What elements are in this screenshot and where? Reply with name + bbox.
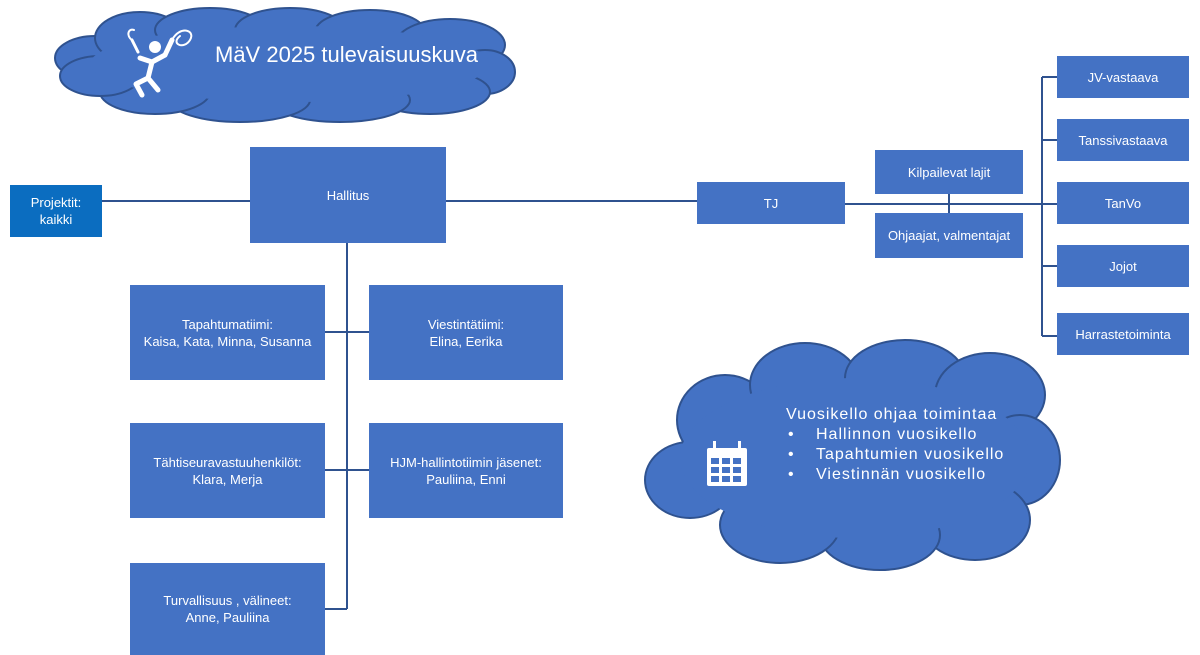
competitive-disciplines-label: Kilpailevat lajit: [907, 164, 991, 180]
coaches-label: Ohjaajat, valmentajat: [887, 228, 1011, 243]
team-name: Turvallisuus , välineet:: [163, 593, 292, 608]
team-members: Anne, Pauliina: [185, 610, 270, 625]
gymnast-ribbon-icon: [127, 28, 193, 98]
ceo-label: TJ: [763, 195, 779, 211]
discipline-box-4: Jojot: [1057, 245, 1189, 287]
team-members: Elina, Eerika: [429, 333, 503, 349]
team-box-star-club: Tähtiseuravastuuhenkilöt: Klara, Merja: [130, 423, 325, 518]
annual-clock-heading: Vuosikello ohjaa toimintaa: [786, 406, 998, 423]
board-box: Hallitus: [250, 147, 446, 243]
coaches-box: Ohjaajat, valmentajat: [875, 213, 1023, 258]
discipline-box-5: Harrastetoiminta: [1057, 313, 1189, 355]
discipline-label-1: JV-vastaava: [1087, 69, 1159, 85]
annual-clock-item: Hallinnon vuosikello: [786, 425, 1004, 445]
team-name: HJM-hallintotiimin jäsenet:: [390, 454, 542, 470]
team-box-events: Tapahtumatiimi: Kaisa, Kata, Minna, Susa…: [130, 285, 325, 380]
team-members: Kaisa, Kata, Minna, Susanna: [143, 333, 312, 349]
discipline-label-4: Jojot: [1109, 258, 1137, 274]
annual-clock-text: Vuosikello ohjaa toimintaa Hallinnon vuo…: [786, 405, 1004, 485]
calendar-icon: [707, 441, 747, 486]
team-members: Pauliina, Enni: [426, 471, 506, 487]
projects-value: kaikki: [39, 212, 73, 227]
discipline-label-3: TanVo: [1104, 195, 1142, 211]
team-box-communications: Viestintätiimi: Elina, Eerika: [369, 285, 563, 380]
team-name: Tapahtumatiimi:: [181, 316, 274, 332]
discipline-label-2: Tanssivastaava: [1078, 132, 1168, 148]
projects-label: Projektit:: [30, 195, 82, 210]
board-label: Hallitus: [326, 187, 370, 203]
discipline-box-2: Tanssivastaava: [1057, 119, 1189, 161]
annual-clock-item: Viestinnän vuosikello: [786, 465, 1004, 485]
discipline-box-1: JV-vastaava: [1057, 56, 1189, 98]
ceo-box: TJ: [697, 182, 845, 224]
annual-clock-item: Tapahtumien vuosikello: [786, 445, 1004, 465]
team-members: Klara, Merja: [192, 471, 263, 487]
team-name: Tähtiseuravastuuhenkilöt:: [153, 454, 302, 470]
competitive-disciplines-box: Kilpailevat lajit: [875, 150, 1023, 194]
diagram-title: MäV 2025 tulevaisuuskuva: [215, 42, 478, 67]
projects-box: Projektit: kaikki: [10, 185, 102, 237]
team-box-hjm: HJM-hallintotiimin jäsenet: Pauliina, En…: [369, 423, 563, 518]
discipline-box-3: TanVo: [1057, 182, 1189, 224]
team-name: Viestintätiimi:: [427, 316, 505, 332]
annual-clock-list: Hallinnon vuosikello Tapahtumien vuosike…: [786, 425, 1004, 485]
team-box-safety: Turvallisuus , välineet: Anne, Pauliina: [130, 563, 325, 655]
discipline-label-5: Harrastetoiminta: [1075, 326, 1171, 342]
